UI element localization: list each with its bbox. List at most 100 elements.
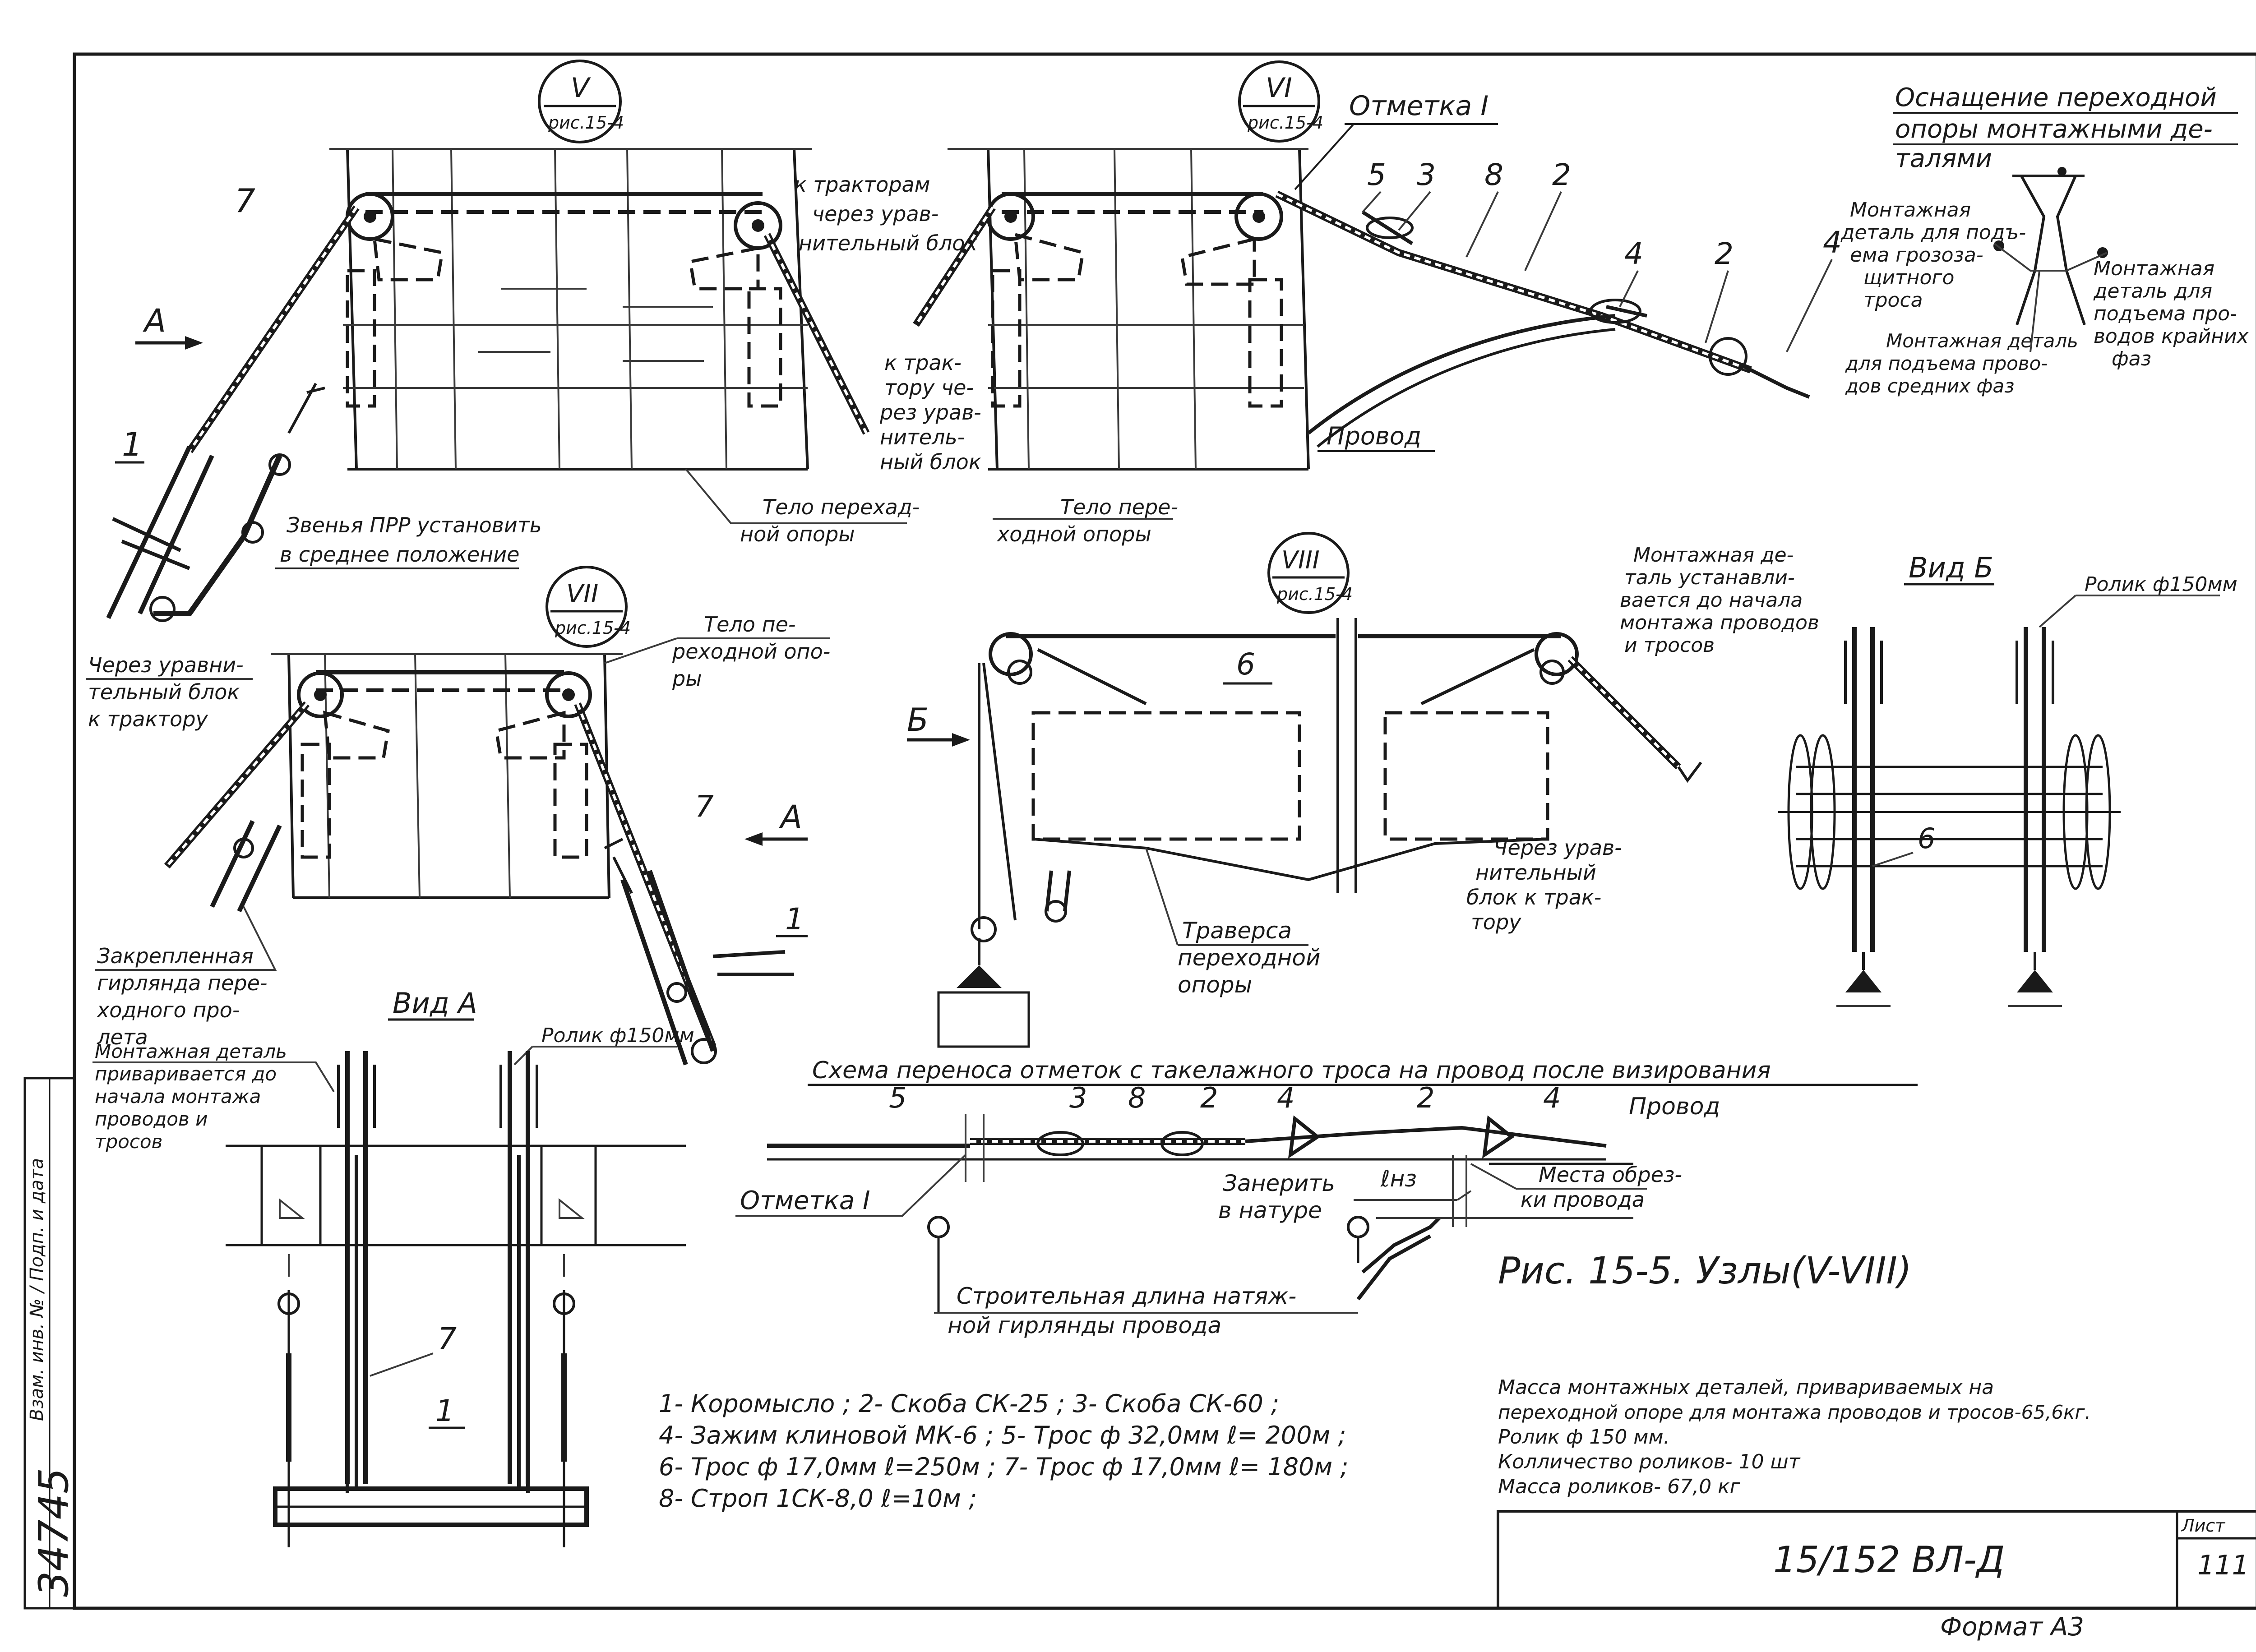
note-detail-welded-5: тросов (95, 1131, 162, 1153)
pos-8-node-vi: 8 (1484, 157, 1503, 192)
sheet-number: 111 (2197, 1550, 2249, 1581)
pos-5-scheme: 5 (889, 1081, 906, 1114)
pos-3-scheme: 3 (1069, 1081, 1087, 1114)
note-fixed-garland-2: гирлянда пере- (97, 971, 268, 995)
note-tower-body-3-l1: Тело пе- (704, 612, 796, 637)
note-wire-top: Провод (1327, 422, 1421, 450)
pos-2-node-vi: 2 (1552, 157, 1571, 192)
pos-2-scheme-b: 2 (1417, 1081, 1434, 1114)
note-to-tractor-right-4: нитель- (880, 425, 965, 449)
note-detail-outer-phases-4: водов крайних (2094, 325, 2249, 348)
note-traverse-3: опоры (1178, 972, 1252, 998)
pos-3-node-vi: 3 (1417, 157, 1436, 192)
note-roller-a: Ролик ф150мм (541, 1024, 694, 1047)
callout-viii-ref: рис.15-4 (1276, 584, 1353, 604)
heading-equipment-1: Оснащение переходной (1895, 83, 2217, 112)
note-traverse-1: Траверса (1182, 918, 1292, 944)
note-detail-installed-4: монтажа проводов (1620, 611, 1819, 634)
note-detail-welded-2: приваривается до (95, 1063, 277, 1085)
note-via-block-right-1: Через урав- (1493, 835, 1622, 860)
pos-6-node-viii: 6 (1236, 647, 1255, 682)
callout-vi-ref: рис.15-4 (1247, 113, 1323, 133)
note-detail-welded-1: Монтажная деталь (95, 1040, 287, 1062)
note-to-tractor-right-2: тору че- (884, 375, 974, 400)
note-via-block-right-2: нительный (1475, 860, 1596, 885)
callout-vi-roman: VI (1266, 72, 1292, 104)
pos-4-node-vi-c: 4 (1823, 225, 1842, 260)
pos-4-scheme-a: 4 (1277, 1081, 1294, 1114)
note-to-tractor-right-3: рез урав- (879, 400, 981, 425)
note-construction-length-1: Строительная длина натяж- (957, 1283, 1296, 1309)
pos-2-node-vi-b: 2 (1715, 236, 1734, 271)
note-detail-outer-phases-2: деталь для (2093, 280, 2212, 303)
view-b-letter: Б (907, 701, 929, 738)
note-to-tractors-2: через урав- (812, 202, 938, 226)
pos-2-scheme-a: 2 (1200, 1081, 1218, 1114)
callout-vi: VI рис.15-4 (1238, 60, 1323, 143)
note-detail-installed-2: таль устанавли- (1624, 566, 1795, 589)
view-a-arrow-mid (744, 832, 808, 846)
note-roller-b: Ролик ф150мм (2085, 573, 2238, 596)
callout-viii-roman: VIII (1281, 546, 1320, 574)
note-detail-outer-phases-1: Монтажная (2094, 257, 2214, 280)
note-detail-ground-wire-1: Монтажная (1850, 198, 1971, 221)
note-via-block-right-3: блок к трак- (1466, 885, 1601, 909)
note-measure-in-field-2: в натуре (1218, 1197, 1322, 1223)
note-wire-scheme: Провод (1629, 1093, 1720, 1120)
heading-view-a: Вид А (393, 987, 477, 1020)
note-mark-scheme: Отметка I (740, 1186, 870, 1215)
mass-note-4: Колличество роликов- 10 шт (1498, 1450, 1801, 1473)
note-detail-outer-phases-3: подъема про- (2094, 302, 2237, 325)
note-via-block-left-3: к трактору (88, 707, 208, 731)
inventory-number: 34745 (30, 1468, 78, 1597)
callout-v: V рис.15-4 (538, 60, 624, 143)
note-detail-installed-1: Монтажная де- (1633, 544, 1794, 567)
pos-1-view-a: 1 (435, 1394, 454, 1428)
drawing-code: 15/152 ВЛ-Д (1773, 1539, 2005, 1581)
view-a-drawing (226, 1051, 686, 1547)
view-a-letter-top: А (143, 302, 166, 339)
callout-vii-roman: VII (566, 579, 598, 609)
note-ppr-links-1: Звенья ПРР установить (287, 513, 542, 537)
side-stamp: Взам. инв. № / Подп. и дата (27, 1158, 47, 1421)
heading-equipment-2: опоры монтажными де- (1895, 115, 2213, 144)
callout-v-ref: рис.15-4 (548, 113, 624, 133)
note-via-block-right-4: тору (1471, 910, 1521, 934)
heading-equipment-3: талями (1895, 144, 1992, 173)
legend-line-2: 4- Зажим клиновой МК-6 ; 5- Трос ф 32,0м… (659, 1421, 1346, 1449)
pos-7-view-a: 7 (438, 1321, 457, 1356)
note-to-tractors-1: к тракторам (794, 172, 930, 197)
note-detail-installed-3: вается до начала (1620, 589, 1803, 612)
pos-8-scheme: 8 (1128, 1081, 1146, 1114)
note-lnz: ℓнз (1380, 1166, 1417, 1192)
note-via-block-left-1: Через уравни- (88, 653, 244, 677)
note-detail-outer-phases-5: фаз (2112, 347, 2151, 370)
pos-5-node-vi: 5 (1367, 157, 1386, 192)
pos-6-view-b: 6 (1918, 822, 1935, 855)
format-label: Формат А3 (1940, 1612, 2084, 1642)
note-cut-place-2: ки провода (1521, 1187, 1645, 1212)
legend-line-1: 1- Коромысло ; 2- Скоба СК-25 ; 3- Скоба… (659, 1389, 1279, 1418)
mass-note-1: Масса монтажных деталей, привариваемых н… (1498, 1376, 1994, 1399)
callout-v-roman: V (571, 72, 591, 104)
note-fixed-garland-1: Закрепленная (97, 944, 254, 968)
heading-scheme: Схема переноса отметок с такелажного тро… (812, 1057, 1771, 1084)
note-to-tractors-3: нительный блок (799, 231, 977, 255)
callout-vii: VII рис.15-4 (546, 566, 631, 648)
legend-line-3: 6- Трос ф 17,0мм ℓ=250м ; 7- Трос ф 17,0… (659, 1453, 1349, 1481)
note-cut-place-1: Места обрез- (1539, 1163, 1682, 1187)
title-block (1497, 1510, 2256, 1610)
note-detail-ground-wire-3: ема грозоза- (1850, 244, 1983, 267)
scheme-drawing (767, 1114, 1633, 1314)
note-detail-middle-phases-1: Монтажная деталь (1886, 330, 2078, 352)
sheet-frame (23, 52, 2256, 1610)
note-mark-top: Отметка I (1349, 90, 1489, 122)
note-traverse-2: переходной (1178, 945, 1320, 971)
note-to-tractor-right-1: к трак- (884, 351, 962, 375)
callout-viii: VIII рис.15-4 (1267, 532, 1353, 614)
view-a-letter-mid: А (779, 798, 802, 835)
note-tower-body-3-l3: ры (672, 666, 702, 691)
pos-4-node-vi-a: 4 (1624, 236, 1643, 271)
view-a-arrow-top (135, 336, 203, 350)
